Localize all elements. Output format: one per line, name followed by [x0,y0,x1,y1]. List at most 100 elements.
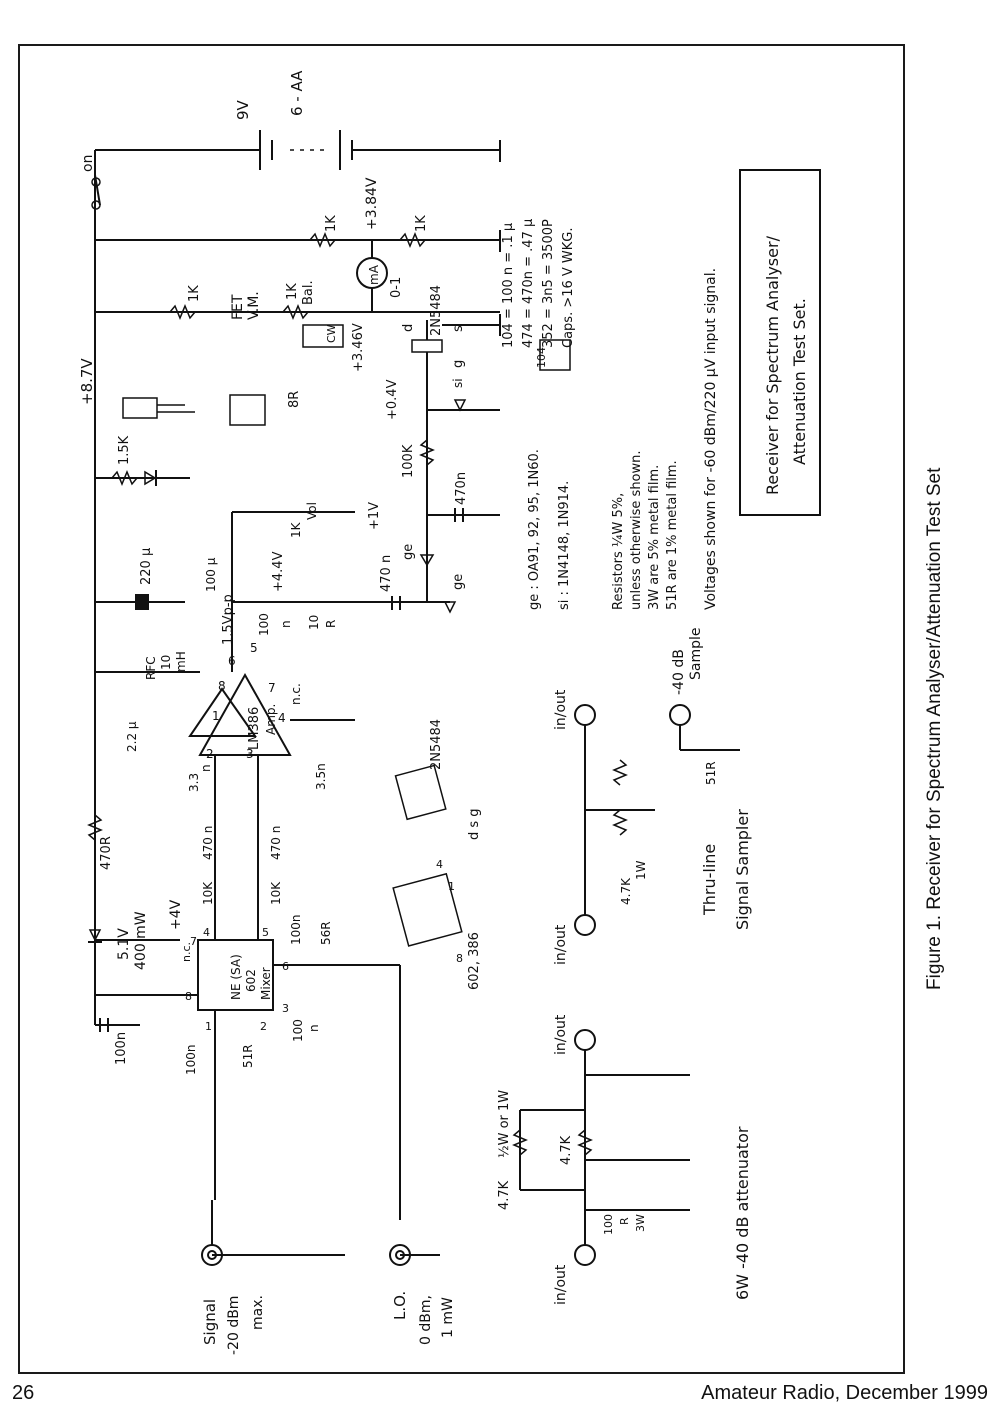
title-box: Receiver for Spectrum Analyser/ Attenuat… [739,169,821,516]
svg-text:RFC: RFC [144,656,158,680]
svg-text:8: 8 [218,679,226,693]
svg-text:51R: 51R [704,761,718,785]
detector: 100K 470n ge ge +1V 470 n [232,352,500,614]
svg-text:7: 7 [190,935,197,948]
svg-text:10: 10 [159,655,173,670]
svg-text:R: R [324,620,338,628]
svg-text:+4.4V: +4.4V [271,551,286,592]
svg-text:in/out: in/out [553,924,569,965]
svg-text:220 μ: 220 μ [139,548,154,585]
svg-text:R: R [618,1217,631,1225]
svg-text:1.5Vp-p: 1.5Vp-p [221,594,236,645]
svg-text:1: 1 [212,709,220,723]
fet-voltmeter: FET V.M. mA 0-1 Bal. CW +3.46V 2N5484 d … [230,240,501,420]
svg-text:474 = 470n = .47 μ: 474 = 470n = .47 μ [521,219,536,348]
svg-text:Amp.: Amp. [264,704,278,735]
attenuator-6w: 4.7K ½W or 1W 4.7K 100 R 3W in/out in/ou… [497,1014,752,1305]
svg-text:104 = 100 n = .1 μ: 104 = 100 n = .1 μ [501,223,516,348]
svg-text:100K: 100K [401,444,416,478]
svg-text:-40 dB: -40 dB [671,649,687,695]
svg-text:602: 602 [244,969,258,992]
svg-text:10K: 10K [201,881,215,905]
svg-text:½W or 1W: ½W or 1W [497,1090,512,1158]
svg-text:+1V: +1V [367,502,382,530]
svg-text:8: 8 [185,990,192,1003]
svg-text:5.1V: 5.1V [116,928,132,960]
svg-text:4.7K: 4.7K [497,1180,512,1210]
svg-text:8: 8 [456,952,463,965]
attenuator-title: 6W -40 dB attenuator [733,1126,752,1300]
signal-sampler: in/out in/out -40 dB Sample 4.7K 1W 51R … [553,628,752,966]
svg-text:5: 5 [250,641,258,655]
figure-frame [18,44,905,1374]
svg-text:d s g: d s g [467,808,482,840]
battery-voltage: 9V [234,99,252,120]
svg-text:3.5n: 3.5n [314,763,328,790]
svg-text:0 dBm,: 0 dBm, [418,1295,434,1345]
title-line-2: Attenuation Test Set. [790,298,809,465]
svg-text:s: s [451,325,466,332]
svg-text:470 n: 470 n [201,826,215,860]
svg-text:max.: max. [250,1295,266,1330]
svg-text:1K: 1K [289,521,303,538]
svg-text:100: 100 [602,1214,615,1235]
svg-text:Signal: Signal [201,1299,219,1345]
mixer: NE (SA) 602 Mixer n.c. 10K 10K 470 n 470… [95,755,401,1220]
meter-label: mA [367,264,381,285]
svg-text:Resistors ¼W 5%,: Resistors ¼W 5%, [611,493,626,610]
svg-text:ge: ge [401,544,416,560]
power-section: on 9V 6 - AA +8.7V 1K 1K +3.84V 1K [78,70,501,1065]
svg-text:CW: CW [325,324,338,343]
svg-text:V.M.: V.M. [246,291,262,320]
svg-text:6: 6 [282,960,289,973]
svg-text:470n: 470n [454,472,469,505]
svg-text:2N5484: 2N5484 [429,719,444,770]
svg-text:1.5K: 1.5K [117,435,132,465]
svg-text:ge : OA91, 92, 95, 1N60.: ge : OA91, 92, 95, 1N60. [527,449,542,610]
svg-text:si: si [451,378,465,388]
svg-text:3: 3 [282,1002,289,1015]
publication-footer: Amateur Radio, December 1999 [701,1382,988,1404]
rail-voltage: +8.7V [78,358,96,405]
svg-text:FET: FET [230,294,246,320]
svg-text:n.c.: n.c. [289,683,303,705]
svg-text:100n: 100n [114,1032,129,1065]
svg-text:g: g [451,360,466,368]
svg-text:56R: 56R [319,921,333,945]
svg-text:si : 1N4148, 1N914.: si : 1N4148, 1N914. [557,481,572,610]
svg-text:8R: 8R [287,391,302,408]
svg-text:3.3: 3.3 [187,773,201,792]
svg-text:1K: 1K [414,215,429,232]
svg-text:3W are 5% metal film.: 3W are 5% metal film. [647,465,662,610]
svg-text:352 = 3n5 = 3500P: 352 = 3n5 = 3500P [541,219,556,348]
svg-text:1: 1 [205,1020,212,1033]
svg-text:1W: 1W [634,860,648,880]
svg-text:4.7K: 4.7K [619,877,633,905]
svg-text:1: 1 [448,880,455,893]
svg-text:100n: 100n [289,914,303,945]
svg-text:unless otherwise shown.: unless otherwise shown. [629,450,644,610]
svg-text:L.O.: L.O. [391,1291,409,1320]
svg-text:Mixer: Mixer [259,967,273,1000]
svg-text:1K: 1K [324,215,339,232]
svg-text:n: n [307,1024,321,1032]
svg-text:100: 100 [257,613,271,636]
svg-text:2.2 μ: 2.2 μ [125,721,139,752]
sampler-title-2: Signal Sampler [733,809,752,930]
amplifier: LM386 Amp. RFC 10 mH 2.2 μ 3.3 n 3.5n 10… [95,391,355,792]
ic-lm386: LM386 [247,707,262,750]
svg-text:5: 5 [262,926,269,939]
svg-text:4: 4 [278,711,286,725]
svg-text:0-1: 0-1 [389,277,404,298]
svg-text:100n: 100n [184,1044,198,1075]
svg-text:+4V: +4V [168,899,184,930]
svg-text:d: d [401,324,416,332]
svg-text:n: n [199,764,213,772]
svg-text:602, 386: 602, 386 [467,932,482,990]
svg-text:100 μ: 100 μ [204,557,218,592]
switch-label: on [80,155,96,172]
voltage-note: Voltages shown for -60 dBm/220 μV input … [703,268,719,610]
svg-text:+0.4V: +0.4V [385,379,400,420]
svg-text:4: 4 [203,926,210,939]
svg-text:3W: 3W [634,1214,647,1232]
